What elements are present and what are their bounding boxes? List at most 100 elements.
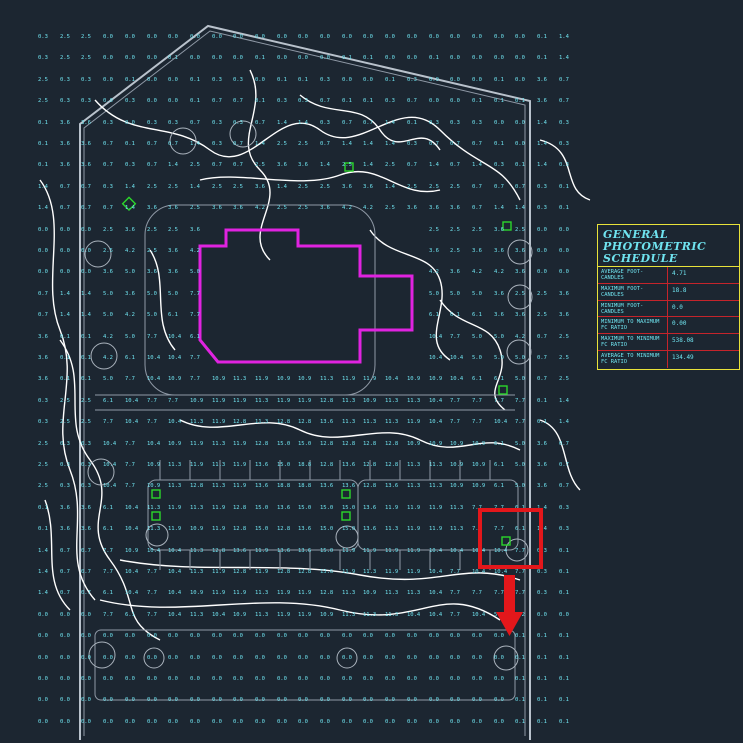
reading-value: 10.4 (147, 548, 161, 554)
reading-value: 0.0 (450, 719, 460, 725)
reading-value: 2.5 (385, 162, 395, 168)
reading-value: 3.6 (60, 120, 70, 126)
reading-value: 0.7 (233, 98, 243, 104)
reading-value: 0.1 (363, 98, 373, 104)
reading-value: 10.9 (212, 376, 225, 382)
reading-value: 0.0 (103, 676, 113, 682)
reading-value: 0.7 (429, 141, 439, 147)
building-outline (198, 228, 414, 364)
reading-value: 0.0 (125, 633, 135, 639)
reading-value: 10.4 (494, 419, 508, 425)
reading-value: 2.5 (298, 184, 308, 190)
reading-value: 10.4 (125, 526, 139, 532)
reading-value: 0.0 (125, 697, 135, 703)
reading-value: 2.5 (450, 227, 460, 233)
reading-value: 3.6 (559, 291, 569, 297)
reading-value: 0.0 (494, 633, 504, 639)
reading-value: 0.0 (147, 719, 157, 725)
reading-value: 0.1 (342, 98, 352, 104)
reading-value: 0.0 (298, 655, 308, 661)
reading-value: 0.7 (559, 483, 569, 489)
reading-value: 11.3 (190, 548, 203, 554)
reading-value: 0.0 (168, 34, 178, 40)
reading-value: 2.5 (298, 205, 308, 211)
reading-value: 0.3 (212, 77, 222, 83)
reading-value: 3.6 (147, 269, 157, 275)
reading-value: 0.3 (233, 120, 243, 126)
reading-value: 6.1 (472, 376, 482, 382)
reading-value: 1.4 (38, 184, 49, 190)
reading-value: 10.9 (190, 590, 203, 596)
reading-value: 10.4 (429, 590, 443, 596)
schedule-label: MAXIMUM FOOT-CANDLES (598, 283, 668, 300)
reading-value: 0.1 (342, 55, 352, 61)
reading-value: 0.1 (60, 355, 70, 361)
reading-value: 0.0 (168, 676, 178, 682)
reading-value: 1.4 (385, 141, 396, 147)
reading-value: 1.4 (559, 34, 570, 40)
reading-value: 7.7 (494, 526, 504, 532)
reading-value: 5.0 (515, 355, 525, 361)
reading-value: 10.4 (472, 612, 486, 618)
reading-value: 0.3 (320, 120, 330, 126)
reading-value: 11.9 (429, 526, 442, 532)
reading-value: 6.1 (429, 312, 439, 318)
reading-value: 0.0 (450, 655, 460, 661)
reading-value: 11.3 (255, 590, 268, 596)
reading-value: 10.4 (168, 569, 182, 575)
highlight-callout (478, 508, 543, 569)
reading-value: 0.0 (385, 55, 395, 61)
reading-value: 0.1 (537, 398, 547, 404)
reading-value: 0.0 (494, 655, 504, 661)
reading-value: 0.7 (60, 184, 70, 190)
reading-value: 3.6 (81, 162, 91, 168)
reading-value: 0.0 (494, 120, 504, 126)
reading-value: 7.7 (450, 590, 460, 596)
reading-value: 0.0 (515, 141, 525, 147)
reading-value: 2.5 (212, 184, 222, 190)
reading-value: 15.0 (320, 526, 333, 532)
reading-value: 2.5 (298, 141, 308, 147)
reading-value: 0.3 (125, 98, 135, 104)
reading-value: 0.0 (472, 34, 482, 40)
reading-value: 10.9 (429, 376, 442, 382)
tree-symbols (84, 120, 533, 671)
reading-value: 0.0 (472, 55, 482, 61)
reading-value: 0.3 (81, 98, 91, 104)
reading-value: 10.4 (429, 548, 443, 554)
reading-value: 11.9 (363, 376, 376, 382)
reading-value: 0.7 (147, 162, 157, 168)
reading-value: 10.9 (320, 612, 333, 618)
reading-value: 0.7 (342, 120, 352, 126)
reading-value: 1.4 (60, 312, 71, 318)
reading-value: 0.0 (168, 697, 178, 703)
reading-value: 0.0 (125, 719, 135, 725)
reading-value: 7.7 (472, 419, 482, 425)
reading-value: 1.4 (385, 184, 396, 190)
schedule-label: AVERAGE TO MINIMUM FC RATIO (598, 350, 668, 368)
reading-value: 0.1 (429, 55, 439, 61)
reading-value: 0.0 (450, 34, 460, 40)
reading-value: 10.4 (147, 355, 161, 361)
reading-value: 3.6 (515, 269, 525, 275)
reading-value: 18.8 (298, 483, 311, 489)
reading-value: 0.7 (60, 548, 70, 554)
reading-value: 11.3 (363, 569, 376, 575)
reading-value: 11.3 (212, 441, 225, 447)
reading-value: 10.4 (168, 548, 182, 554)
reading-value: 12.8 (363, 441, 376, 447)
reading-value: 11.3 (363, 612, 376, 618)
reading-value: 2.5 (60, 398, 70, 404)
reading-value: 5.0 (472, 334, 482, 340)
reading-value: 0.0 (472, 676, 482, 682)
reading-value: 12.8 (320, 590, 333, 596)
reading-value: 10.9 (429, 441, 442, 447)
reading-value: 7.7 (450, 612, 460, 618)
reading-value: 0.0 (81, 248, 91, 254)
reading-value: 7.7 (472, 398, 482, 404)
reading-value: 0.0 (407, 697, 417, 703)
reading-value: 0.1 (537, 419, 547, 425)
reading-value: 0.0 (255, 633, 265, 639)
reading-value: 5.0 (125, 269, 135, 275)
reading-value: 1.4 (320, 162, 331, 168)
